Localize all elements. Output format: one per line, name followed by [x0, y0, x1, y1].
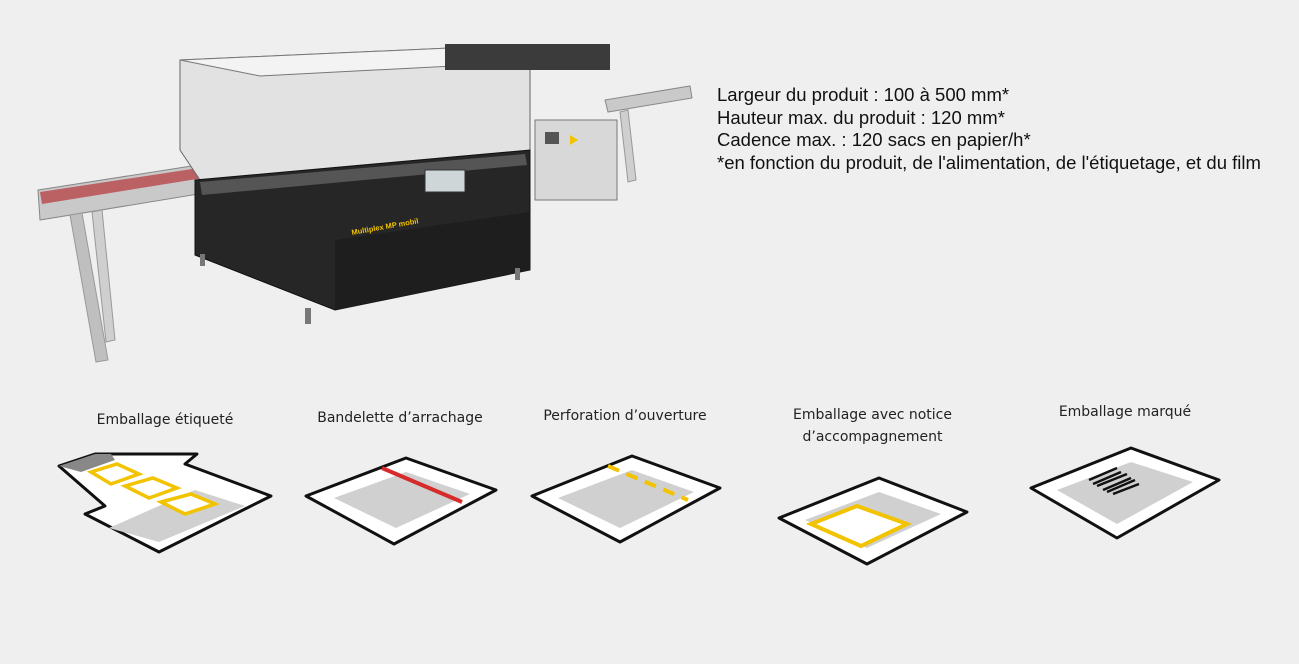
spec-footnote: *en fonction du produit, de l'alimentati…: [717, 151, 1261, 173]
perforation-package-icon: [530, 454, 722, 544]
packaging-machine-image: Multiplex MP mobil: [37, 44, 693, 363]
tear-strip-package-icon: [304, 456, 498, 546]
barcode-package-icon: [1029, 446, 1221, 540]
barcode-icon: [1088, 466, 1140, 496]
caption-tear-strip-package: Bandelette d’arrachage: [317, 410, 483, 426]
caption-perforation-package: Perforation d’ouverture: [543, 408, 707, 424]
spec-height: Hauteur max. du produit : 120 mm*: [717, 106, 1005, 128]
spec-rate: Cadence max. : 120 sacs en papier/h*: [717, 129, 1031, 150]
caption-labeled-package: Emballage étiqueté: [96, 412, 234, 428]
labeled-package-icon: [57, 452, 273, 554]
leaflet-package-icon: [777, 476, 969, 566]
product-specifications: Largeur du produit : 100 à 500 mm* Haute…: [717, 84, 1287, 174]
spec-width: Largeur du produit : 100 à 500 mm*: [717, 84, 1010, 105]
caption-leaflet-package: Emballage avec notice d’accompagnement: [792, 407, 952, 445]
caption-barcode-package: Emballage marqué: [1058, 404, 1192, 420]
